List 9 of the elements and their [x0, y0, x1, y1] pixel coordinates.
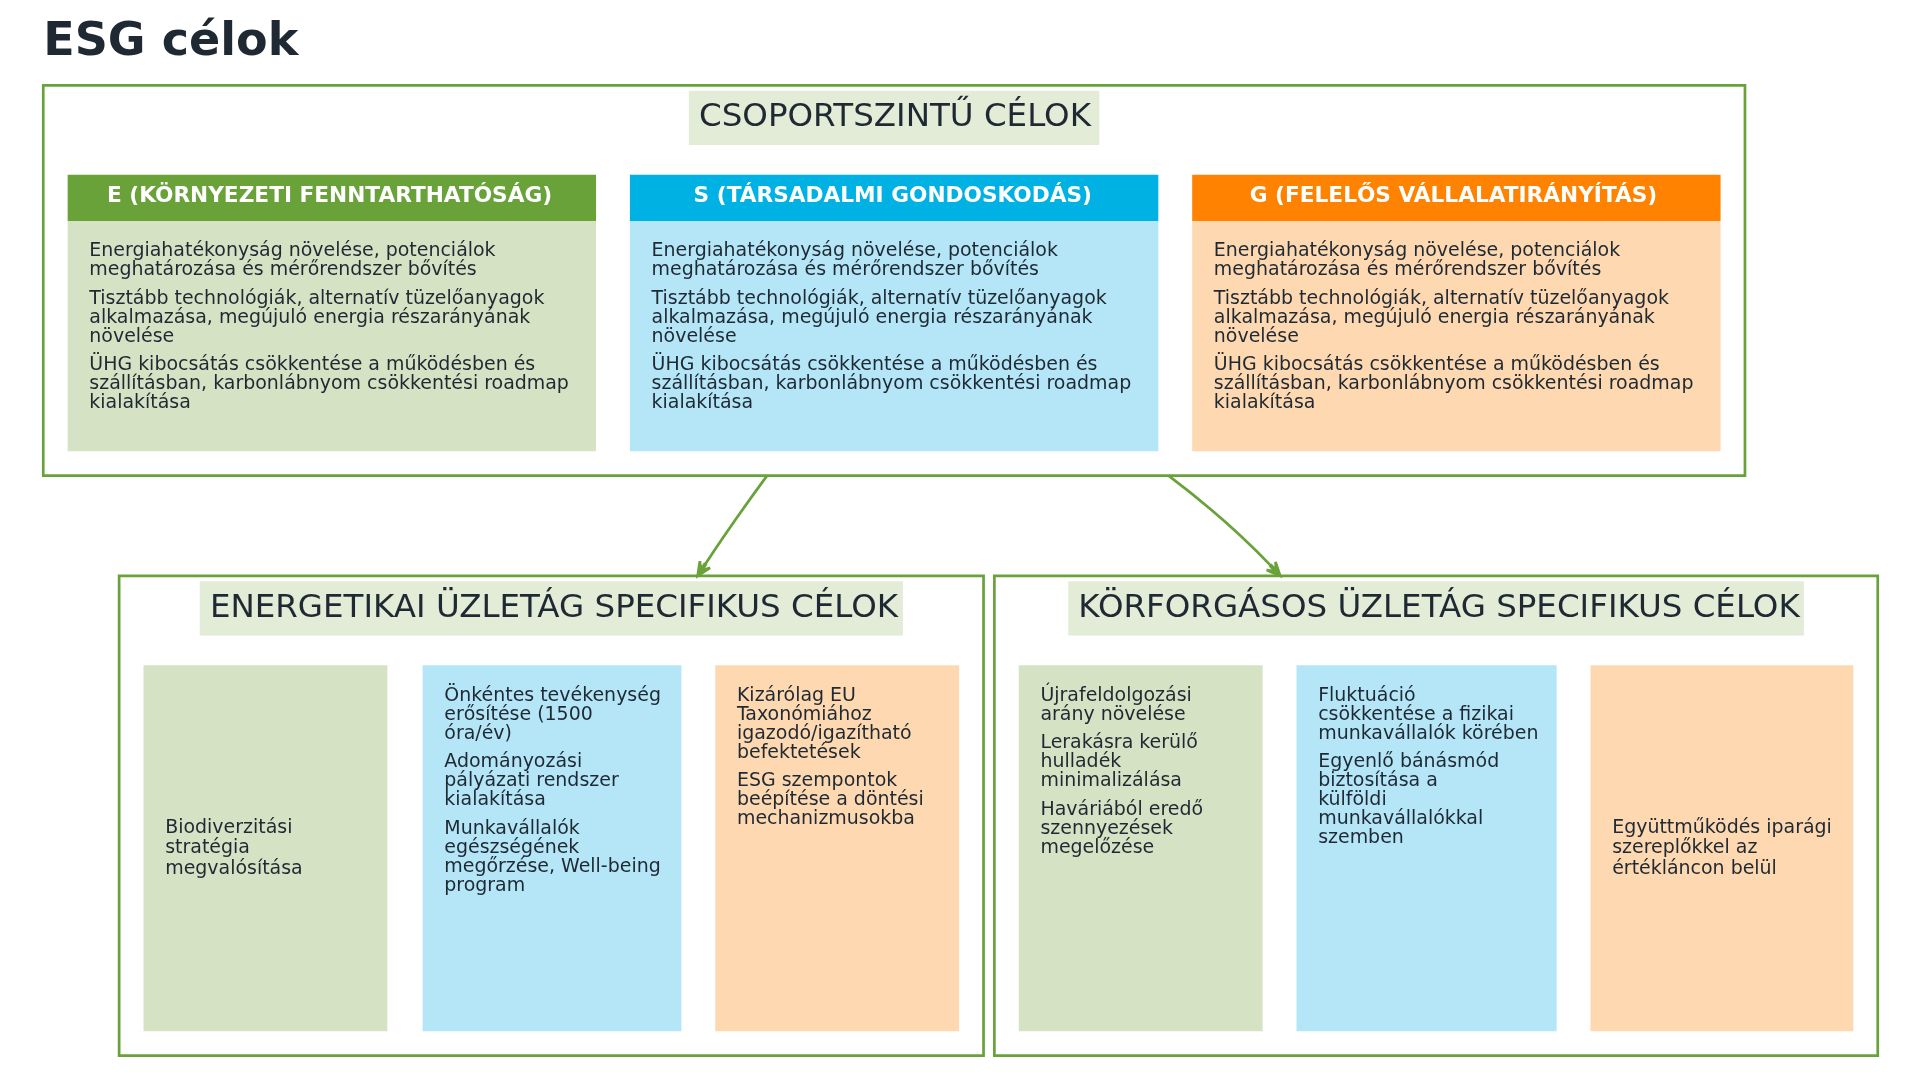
arrow: [695, 474, 768, 578]
node-box: Biodiverzitási stratégia megvalósítása: [143, 665, 387, 1032]
node-box: Együttműködés iparági szereplőkkel az értékláncon belül: [1590, 665, 1853, 1032]
node-box: Fluktuáció csökkentése a fizikai munkavállalók körében Egyenlő bánásmód biztosítása a külföldi munkavállalókkal szemben: [1296, 665, 1557, 1032]
node-box: Újrafeldolgozási arány növelése Lerakásra kerülő hulladék minimalizálása Haváriából eredő szennyezések megelőzése: [1018, 665, 1263, 1032]
node-box: Önkéntes tevékenység erősítése (1500 óra/év) Adományozási pályázati rendszer kialakítása Munkavállalók egészségének megőrzése, Well-being program: [422, 665, 681, 1032]
arrow: [1167, 474, 1282, 578]
diagram-title: ESG célok: [42, 11, 298, 66]
node-box: Kizárólag EU Taxonómiához igazodó/igazítható befektetések ESG szempontok beépítése a döntési mechanizmusokba: [714, 665, 959, 1032]
